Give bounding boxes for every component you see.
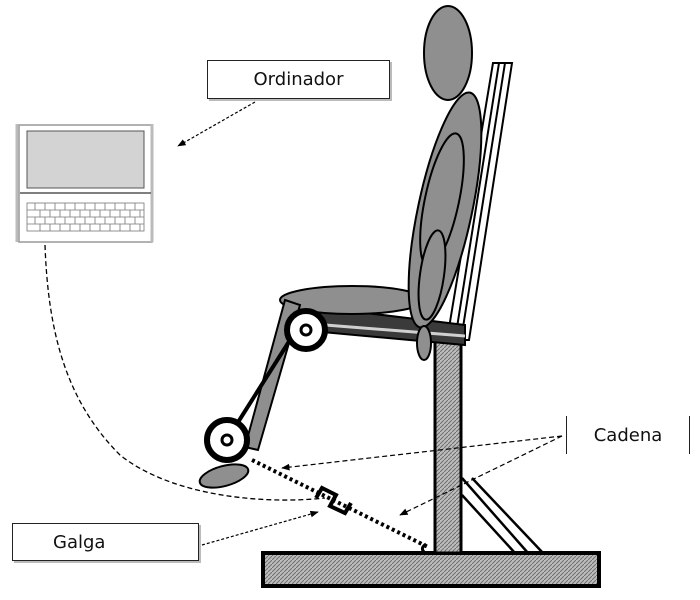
person-foot bbox=[198, 463, 250, 489]
person-hand bbox=[416, 325, 432, 361]
laptop-icon bbox=[15, 124, 154, 243]
arrow-ordinador bbox=[177, 101, 256, 147]
label-ordinador: Ordinador bbox=[207, 60, 390, 99]
base-platform bbox=[261, 551, 601, 588]
arrow-cadena-1 bbox=[281, 435, 563, 471]
laptop-screen bbox=[26, 130, 145, 189]
person-torso bbox=[407, 91, 483, 329]
data-cable bbox=[44, 244, 326, 501]
ankle-pulley-icon bbox=[204, 417, 250, 463]
chain bbox=[251, 458, 429, 549]
arrow-galga bbox=[201, 510, 319, 546]
person-head bbox=[423, 5, 473, 101]
laptop-keyboard bbox=[26, 202, 145, 232]
label-galga: Galga bbox=[12, 523, 199, 561]
anchor-hook-icon bbox=[420, 542, 427, 554]
strain-gauge-icon bbox=[314, 485, 353, 516]
chair-diagonal-support bbox=[461, 477, 544, 554]
label-cadena: Cadena bbox=[566, 416, 690, 454]
arrow-cadena-2 bbox=[399, 435, 563, 516]
knee-pulley-icon bbox=[284, 308, 328, 352]
chair-post bbox=[433, 338, 463, 555]
